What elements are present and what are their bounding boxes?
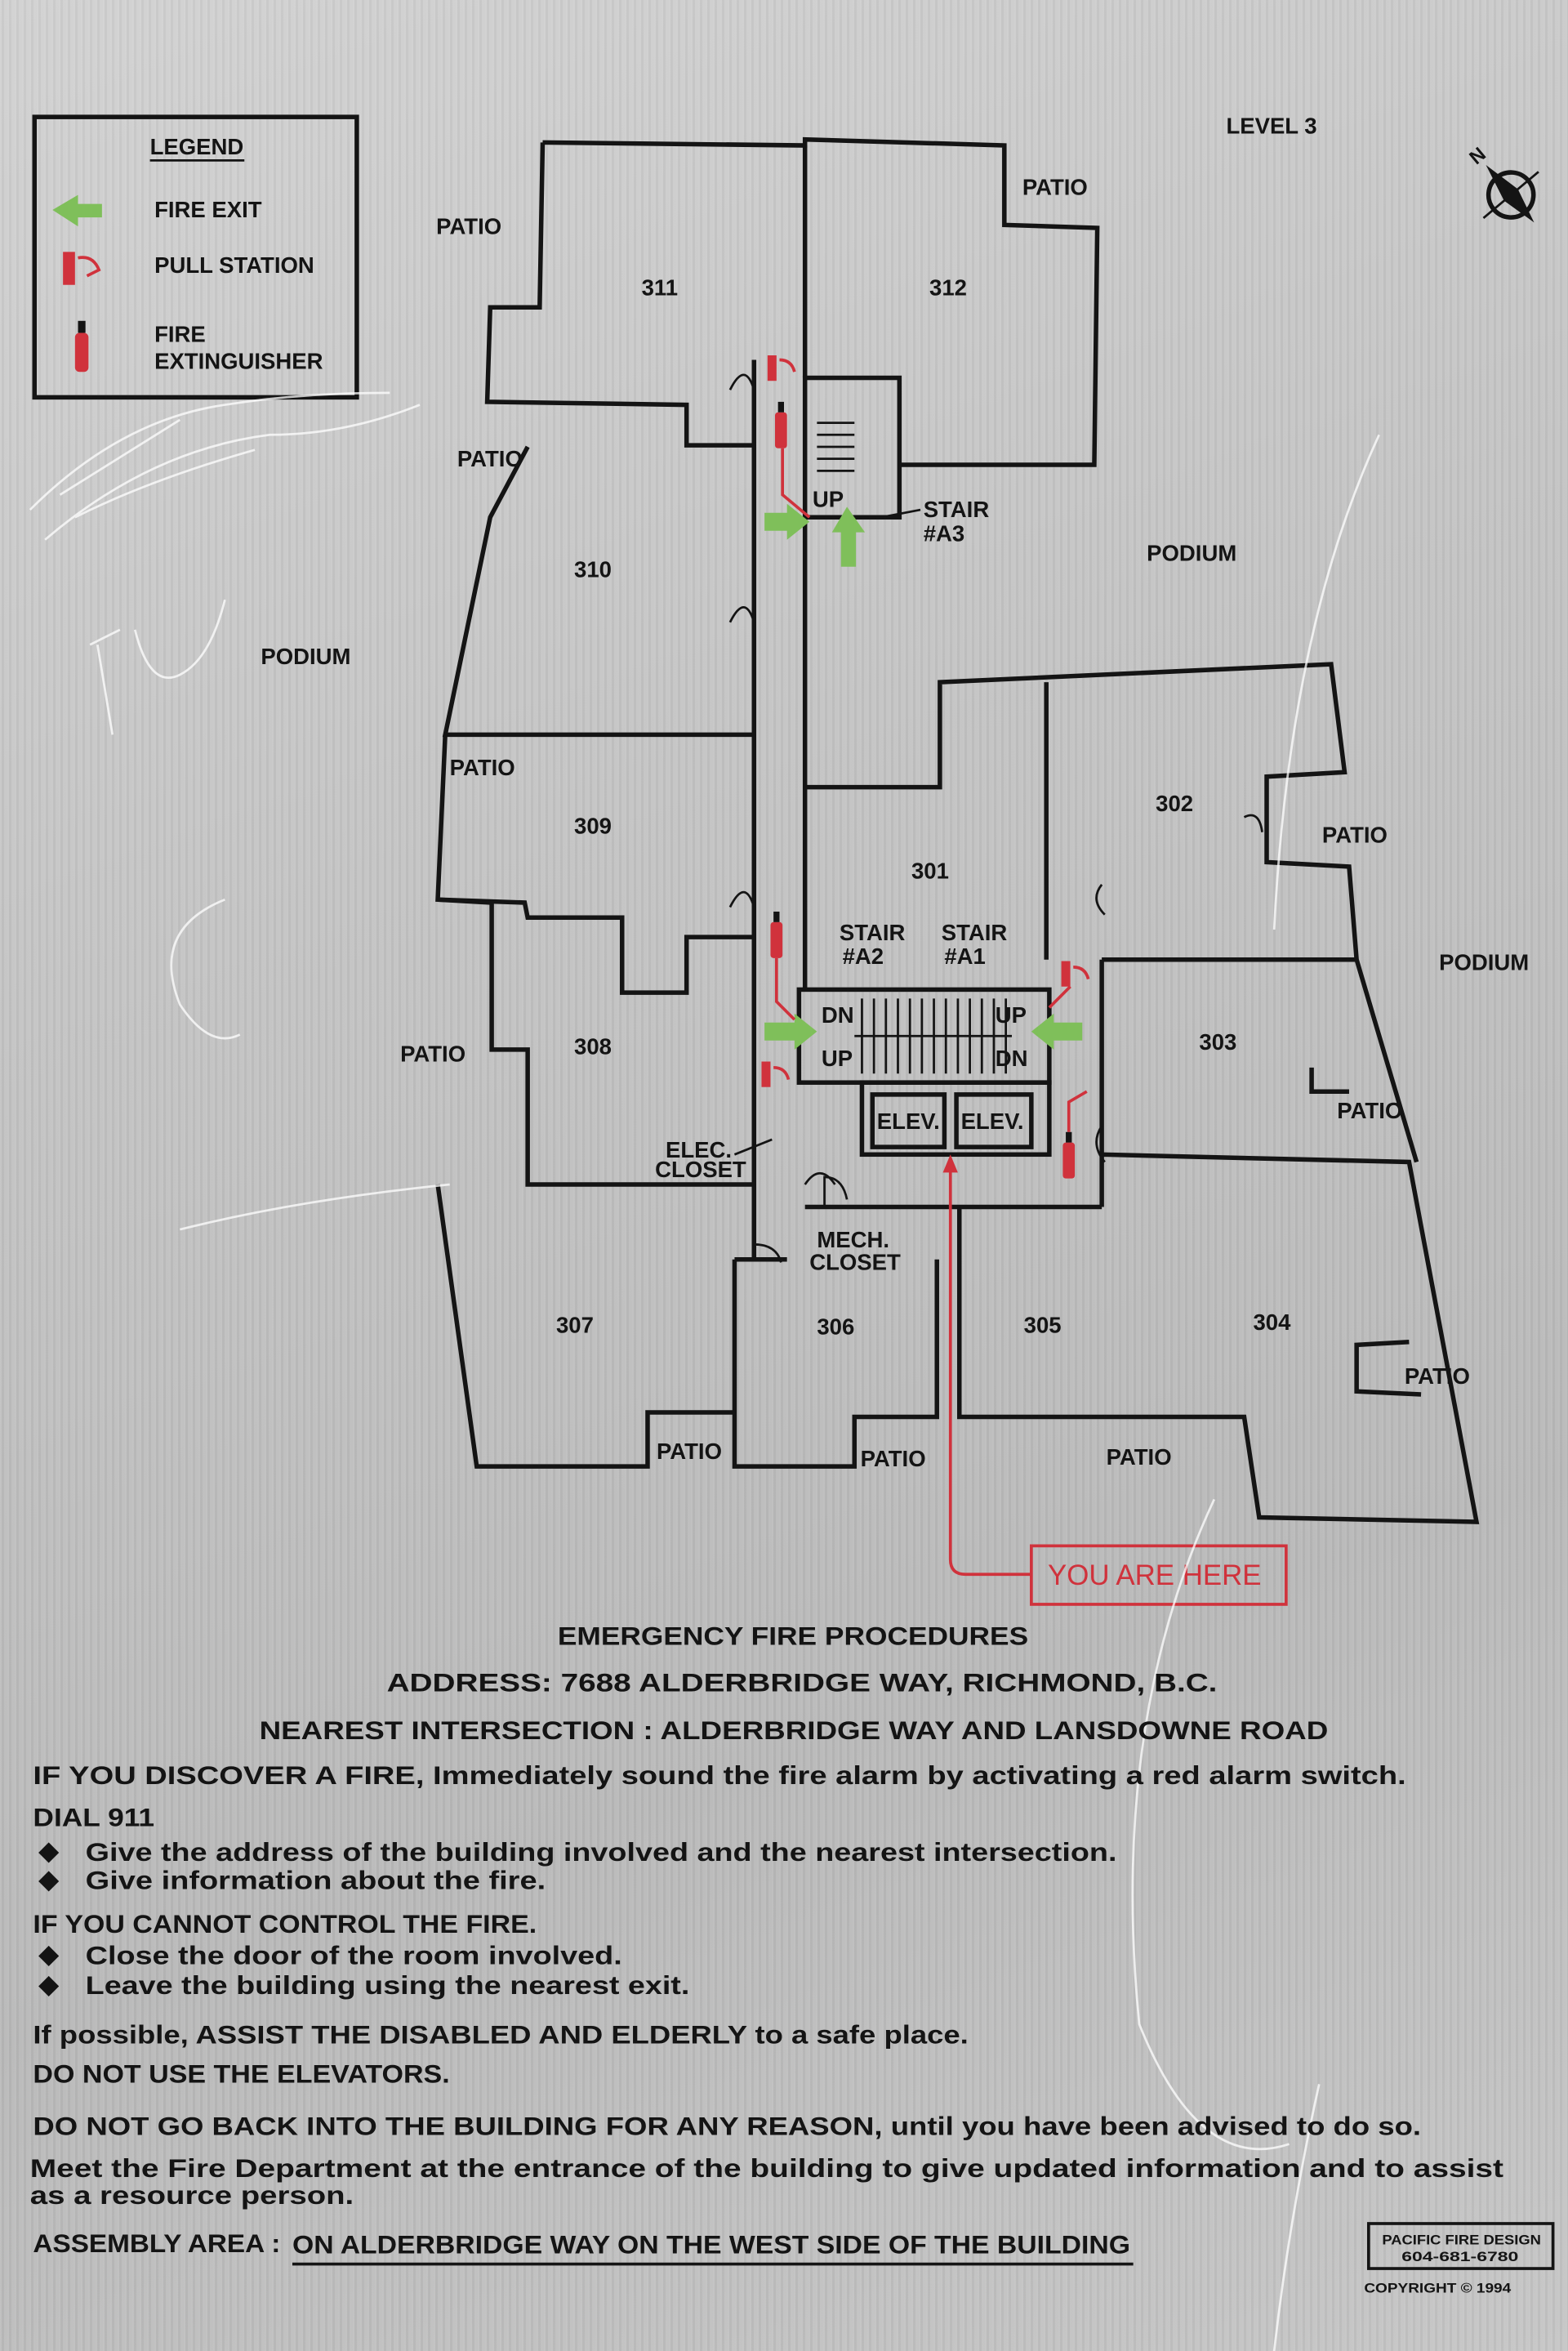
dial-911: DIAL 911 — [33, 1804, 154, 1832]
procedures-title: EMERGENCY FIRE PROCEDURES — [558, 1622, 1028, 1650]
bullet-icon: ◆ — [38, 1940, 60, 1969]
podium-label: PODIUM — [1147, 540, 1236, 565]
podium-label: PODIUM — [261, 644, 350, 669]
north-compass-icon: N — [1465, 143, 1539, 223]
room-311: 311 — [642, 275, 678, 301]
you-are-here-marker: YOU ARE HERE — [942, 1154, 1288, 1606]
stair-a2-label: STAIR — [840, 920, 906, 945]
cannot-control-heading: IF YOU CANNOT CONTROL THE FIRE. — [33, 1910, 537, 1938]
room-305: 305 — [1024, 1313, 1062, 1338]
dial-bullet: Give information about the fire. — [86, 1867, 546, 1895]
elec-closet-label-2: CLOSET — [655, 1157, 746, 1182]
maker-logo: PACIFIC FIRE DESIGN 604-681-6780 COPYRIG… — [1364, 2222, 1555, 2295]
bullet-icon: ◆ — [38, 1865, 60, 1894]
stair-labels: STAIR #A3 UP STAIR #A2 STAIR #A1 DN UP U… — [655, 486, 1027, 1274]
patio-label: PATIO — [1337, 1098, 1402, 1123]
no-elevators: DO NOT USE THE ELEVATORS. — [33, 2059, 449, 2088]
patio-label: PATIO — [657, 1439, 722, 1464]
level-label: LEVEL 3 — [1226, 113, 1316, 138]
patio-label: PATIO — [450, 755, 515, 780]
stair-a3-number: #A3 — [924, 521, 964, 546]
compass-north-label: N — [1465, 143, 1490, 169]
room-303: 303 — [1199, 1029, 1236, 1055]
dial-bullet: Give the address of the building involve… — [86, 1838, 1117, 1867]
meet-fire-dept-2: as a resource person. — [30, 2181, 354, 2210]
maker-name: PACIFIC FIRE DESIGN — [1382, 2233, 1541, 2248]
patio-label: PATIO — [1022, 175, 1088, 200]
legend: LEGEND FIRE EXIT PULL STATION FIRE EXTIN… — [32, 114, 359, 400]
room-301: 301 — [911, 859, 949, 884]
green-arrow-icon — [52, 194, 102, 227]
stair-dn-label: DN — [822, 1002, 854, 1028]
maker-phone: 604-681-6780 — [1401, 2250, 1518, 2264]
room-304: 304 — [1253, 1309, 1291, 1335]
pull-station-icon — [767, 355, 796, 381]
elevator-label: ELEV. — [877, 1109, 940, 1134]
patio-label: PATIO — [436, 213, 501, 239]
you-are-here-label: YOU ARE HERE — [1048, 1559, 1262, 1591]
stair-a2-number: #A2 — [843, 944, 884, 969]
stair-dn-label: DN — [996, 1046, 1028, 1071]
copyright: COPYRIGHT © 1994 — [1364, 2281, 1512, 2295]
patio-label: PATIO — [1322, 823, 1388, 848]
patio-label: PATIO — [1405, 1363, 1470, 1389]
address: ADDRESS: 7688 ALDERBRIDGE WAY, RICHMOND,… — [387, 1668, 1218, 1697]
patio-label: PATIO — [457, 446, 523, 471]
room-310: 310 — [574, 557, 612, 582]
legend-title: LEGEND — [150, 134, 244, 159]
stair-a1-number: #A1 — [944, 944, 985, 969]
room-308: 308 — [574, 1033, 612, 1059]
stair-a3-label: STAIR — [924, 497, 990, 522]
patio-labels: PATIO PATIO PATIO PATIO PATIO PATIO PATI… — [261, 175, 1529, 1471]
stair-up-label: UP — [822, 1046, 853, 1071]
meet-fire-dept: Meet the Fire Department at the entrance… — [30, 2154, 1503, 2183]
scratch-marks — [29, 391, 1380, 2351]
assembly-area-value: ON ALDERBRIDGE WAY ON THE WEST SIDE OF T… — [292, 2231, 1130, 2260]
bullet-icon: ◆ — [38, 1836, 60, 1865]
pull-station-icon — [63, 252, 101, 285]
elec-closet-label: ELEC. — [666, 1137, 732, 1162]
nearest-intersection: NEAREST INTERSECTION : ALDERBRIDGE WAY A… — [260, 1716, 1329, 1745]
legend-pull-station: PULL STATION — [154, 252, 314, 278]
podium-label: PODIUM — [1439, 950, 1529, 975]
legend-fire: FIRE — [154, 321, 206, 346]
patio-label: PATIO — [1107, 1444, 1172, 1470]
control-bullet: Close the door of the room involved. — [86, 1941, 622, 1970]
discover-fire-instruction: IF YOU DISCOVER A FIRE, Immediately soun… — [33, 1761, 1405, 1790]
assist-instruction: If possible, ASSIST THE DISABLED AND ELD… — [33, 2021, 968, 2050]
green-arrow-icon — [764, 503, 810, 540]
green-arrow-icon — [1031, 1013, 1083, 1050]
pull-station-icon — [1061, 961, 1090, 987]
bullet-icon: ◆ — [38, 1970, 60, 1998]
fire-extinguisher-icon — [770, 911, 783, 958]
room-labels: 311 312 310 309 301 302 303 308 307 306 … — [556, 275, 1291, 1340]
control-bullet: Leave the building using the nearest exi… — [86, 1971, 690, 2000]
no-return-instruction: DO NOT GO BACK INTO THE BUILDING FOR ANY… — [33, 2112, 1421, 2141]
green-arrow-icon — [831, 506, 866, 567]
emergency-procedures: EMERGENCY FIRE PROCEDURES ADDRESS: 7688 … — [30, 1622, 1503, 2266]
room-309: 309 — [574, 814, 612, 839]
room-307: 307 — [556, 1313, 594, 1338]
mech-closet-label: MECH. — [817, 1227, 889, 1252]
legend-fire-exit: FIRE EXIT — [154, 197, 262, 222]
patio-label: PATIO — [861, 1446, 926, 1471]
room-312: 312 — [929, 275, 967, 301]
elevator-label: ELEV. — [961, 1109, 1024, 1134]
stair-a1-label: STAIR — [942, 920, 1008, 945]
fire-extinguisher-icon — [1062, 1131, 1076, 1179]
room-306: 306 — [817, 1314, 854, 1340]
fire-extinguisher-icon — [774, 401, 787, 448]
fire-extinguisher-icon — [74, 320, 89, 373]
room-302: 302 — [1156, 791, 1193, 816]
patio-label: PATIO — [400, 1042, 466, 1067]
stair-up-label: UP — [813, 486, 844, 511]
green-arrow-icon — [764, 1013, 817, 1050]
assembly-area-label: ASSEMBLY AREA : — [33, 2229, 280, 2258]
stair-up-label: UP — [996, 1002, 1027, 1028]
pull-station-icon — [761, 1061, 791, 1087]
mech-closet-label-2: CLOSET — [809, 1250, 901, 1275]
safety-markers — [761, 355, 1090, 1179]
legend-extinguisher: EXTINGUISHER — [154, 349, 323, 374]
